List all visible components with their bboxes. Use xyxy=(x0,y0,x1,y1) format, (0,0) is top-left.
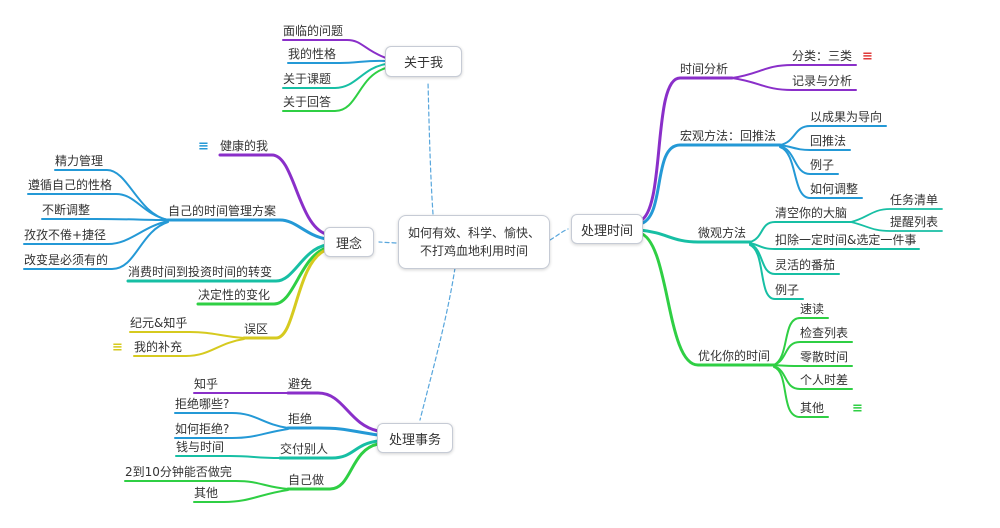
topic-jiyuan-zhihu[interactable]: 纪元&知乎 xyxy=(130,316,188,330)
topic-two-to-ten-minutes[interactable]: 2到10分钟能否做完 xyxy=(125,465,232,479)
topic-record-and-analysis[interactable]: 记录与分析 xyxy=(792,74,853,88)
topic-personal-time-diff[interactable]: 个人时差 xyxy=(800,373,849,387)
topic-about-answers[interactable]: 关于回答 xyxy=(283,95,332,109)
central-topic[interactable]: 如何有效、科学、愉快、 不打鸡血地利用时间 xyxy=(398,215,550,269)
topic-concept[interactable]: 理念 xyxy=(324,227,374,257)
topic-misconception[interactable]: 误区 xyxy=(244,322,269,336)
topic-energy-management[interactable]: 精力管理 xyxy=(55,154,104,168)
topic-about-me[interactable]: 关于我 xyxy=(385,46,462,77)
topic-delegate[interactable]: 交付别人 xyxy=(280,442,329,456)
topic-handle-affairs[interactable]: 处理事务 xyxy=(377,423,453,453)
central-topic-text: 如何有效、科学、愉快、 不打鸡血地利用时间 xyxy=(407,226,540,258)
topic-back-deduction[interactable]: 回推法 xyxy=(810,134,847,148)
topic-flexible-pomodoro[interactable]: 灵活的番茄 xyxy=(775,258,836,272)
branch-handle-time xyxy=(638,64,943,418)
topic-my-addition[interactable]: 我的补充 xyxy=(134,340,183,354)
topic-handle-time[interactable]: 处理时间 xyxy=(571,214,643,244)
topic-decisive-change[interactable]: 决定性的变化 xyxy=(198,288,271,302)
topic-scattered-time[interactable]: 零散时间 xyxy=(800,350,849,364)
branch-about-me xyxy=(282,39,387,112)
notes-icon[interactable]: ≡ xyxy=(198,139,209,154)
topic-refuse-which[interactable]: 拒绝哪些? xyxy=(175,397,230,411)
topic-about-subject[interactable]: 关于课题 xyxy=(283,72,332,86)
topic-time-analysis[interactable]: 时间分析 xyxy=(680,62,729,76)
topic-diligence-plus-shortcut[interactable]: 孜孜不倦+捷径 xyxy=(24,228,107,242)
topic-follow-own-personality[interactable]: 遵循自己的性格 xyxy=(28,178,113,192)
topic-empty-your-brain[interactable]: 清空你的大脑 xyxy=(775,206,848,220)
topic-healthy-me[interactable]: 健康的我 xyxy=(220,139,269,153)
topic-reminder-list[interactable]: 提醒列表 xyxy=(890,215,939,229)
notes-icon[interactable]: ≡ xyxy=(112,340,123,355)
topic-diy-others[interactable]: 其他 xyxy=(194,486,219,500)
topic-classification-three[interactable]: 分类：三类 xyxy=(792,49,853,63)
topic-avoid[interactable]: 避免 xyxy=(288,377,313,391)
topic-constant-adjustment[interactable]: 不断调整 xyxy=(42,203,91,217)
topic-result-oriented[interactable]: 以成果为导向 xyxy=(810,110,883,124)
topic-macro-example[interactable]: 例子 xyxy=(810,158,835,172)
topic-refuse[interactable]: 拒绝 xyxy=(288,412,313,426)
topic-how-to-refuse[interactable]: 如何拒绝? xyxy=(175,422,230,436)
topic-task-list[interactable]: 任务清单 xyxy=(890,193,939,207)
topic-checklist[interactable]: 检查列表 xyxy=(800,326,849,340)
topic-my-personality[interactable]: 我的性格 xyxy=(288,47,337,61)
topic-optimize-others[interactable]: 其他 xyxy=(800,401,825,415)
topic-do-it-yourself[interactable]: 自己做 xyxy=(288,473,325,487)
notes-icon[interactable]: ≡ xyxy=(852,401,863,416)
topic-speed-reading[interactable]: 速读 xyxy=(800,302,825,316)
relationship-links xyxy=(378,81,569,421)
topic-how-to-adjust[interactable]: 如何调整 xyxy=(810,182,859,196)
notes-icon[interactable]: ≡ xyxy=(862,49,873,64)
topic-money-and-time[interactable]: 钱与时间 xyxy=(176,440,225,454)
topic-change-is-necessary[interactable]: 改变是必须有的 xyxy=(24,253,109,267)
topic-macro-method[interactable]: 宏观方法：回推法 xyxy=(680,129,777,143)
topic-avoid-zhihu[interactable]: 知乎 xyxy=(194,377,219,391)
topic-consume-to-invest[interactable]: 消费时间到投资时间的转变 xyxy=(128,265,273,279)
branch-concept xyxy=(23,153,328,357)
topic-optimize-your-time[interactable]: 优化你的时间 xyxy=(698,349,771,363)
topic-deduct-time-pick-one[interactable]: 扣除一定时间&选定一件事 xyxy=(775,233,917,247)
topic-my-time-management-plan[interactable]: 自己的时间管理方案 xyxy=(168,204,277,218)
topic-micro-method[interactable]: 微观方法 xyxy=(698,226,747,240)
topic-facing-problems[interactable]: 面临的问题 xyxy=(283,24,344,38)
topic-micro-example[interactable]: 例子 xyxy=(775,283,800,297)
branch-handle-affairs xyxy=(124,391,380,503)
